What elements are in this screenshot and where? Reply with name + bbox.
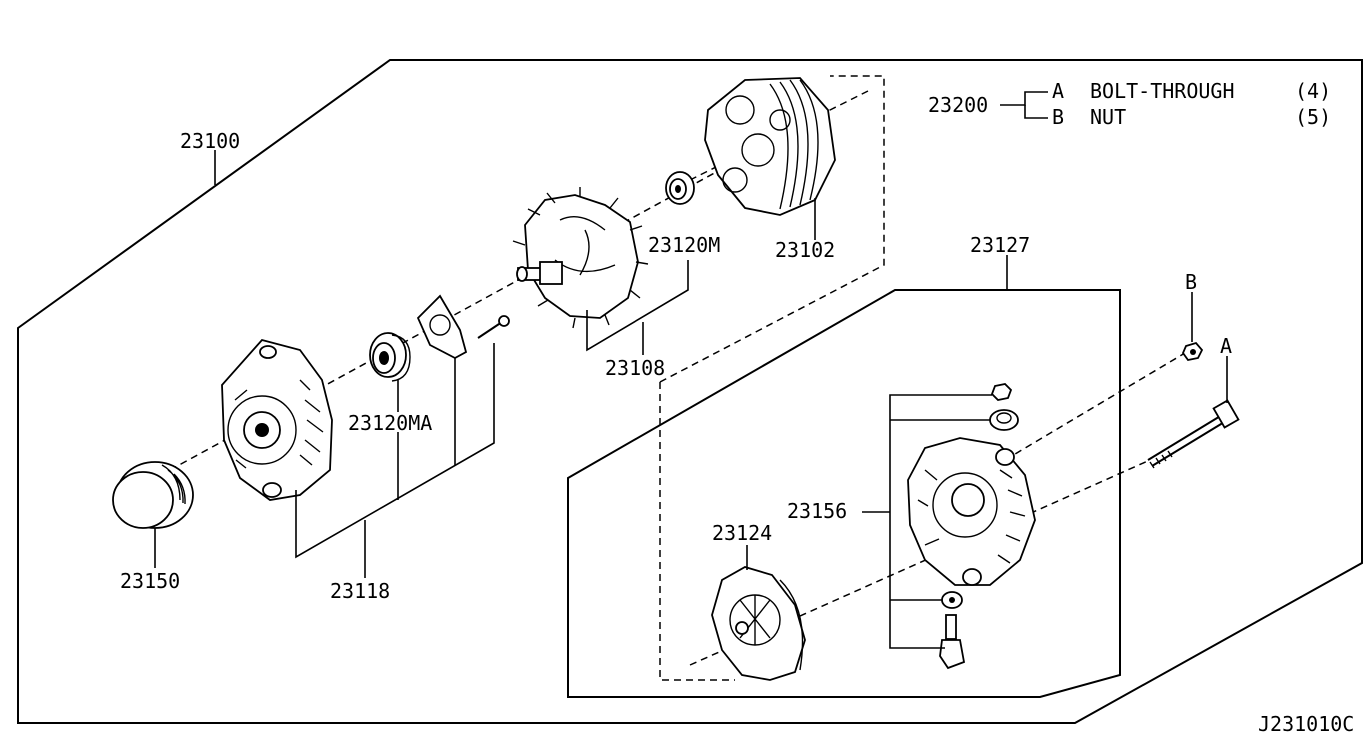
- bearing-23120m: [665, 171, 695, 205]
- stator-23102: [704, 77, 836, 216]
- terminal-nut-top: [990, 383, 1013, 401]
- label-23100: 23100: [180, 129, 240, 153]
- rear-group-dashed-boundary: [659, 382, 735, 681]
- label-23150: 23150: [120, 569, 180, 593]
- leader-23118: [295, 343, 495, 559]
- legend-a-letter: A: [1052, 79, 1064, 103]
- legend-bracket: [1000, 91, 1048, 106]
- axis-line-rear-upper: [1004, 349, 1191, 461]
- retainer-screw: [477, 315, 510, 339]
- label-23156: 23156: [787, 499, 847, 523]
- legend-bracket-b: [1024, 105, 1048, 119]
- legend-b-letter: B: [1052, 105, 1064, 129]
- pulley-23150: [112, 461, 194, 529]
- legend-part-no: 23200: [928, 93, 988, 117]
- legend-b-qty: (5): [1295, 105, 1331, 129]
- front-bracket-23118: [221, 338, 333, 501]
- terminal-bolt-bottom: [939, 614, 966, 670]
- label-23102: 23102: [775, 238, 835, 262]
- rear-cover-23124: [711, 566, 806, 681]
- rotor-23108: [512, 187, 649, 329]
- legend-a-qty: (4): [1295, 79, 1331, 103]
- label-23127: 23127: [970, 233, 1030, 257]
- label-callout-a: A: [1220, 334, 1232, 358]
- drawing-code: J231010C: [1258, 712, 1354, 736]
- assembly-23100-boundary: [17, 59, 1363, 724]
- leader-23108: [586, 260, 689, 352]
- through-bolt-a: [1147, 399, 1240, 469]
- label-23120m: 23120M: [648, 233, 720, 257]
- terminal-insulator-bottom: [941, 591, 963, 609]
- nut-b: [1181, 341, 1204, 361]
- stator-group-dashed-boundary: [659, 75, 885, 383]
- subassembly-23127-boundary: [567, 289, 1121, 698]
- label-23120ma: 23120MA: [348, 411, 432, 435]
- label-callout-b: B: [1185, 270, 1197, 294]
- leader-23156-bracket: [889, 394, 992, 649]
- retainer-plate: [416, 294, 468, 360]
- terminal-washer-top: [989, 409, 1019, 431]
- label-23108: 23108: [605, 356, 665, 380]
- label-23118: 23118: [330, 579, 390, 603]
- label-23124: 23124: [712, 521, 772, 545]
- rear-bracket-23127: [907, 437, 1036, 586]
- legend-a-text: BOLT-THROUGH: [1090, 79, 1235, 103]
- legend-b-text: NUT: [1090, 105, 1126, 129]
- bearing-23120ma: [369, 332, 411, 382]
